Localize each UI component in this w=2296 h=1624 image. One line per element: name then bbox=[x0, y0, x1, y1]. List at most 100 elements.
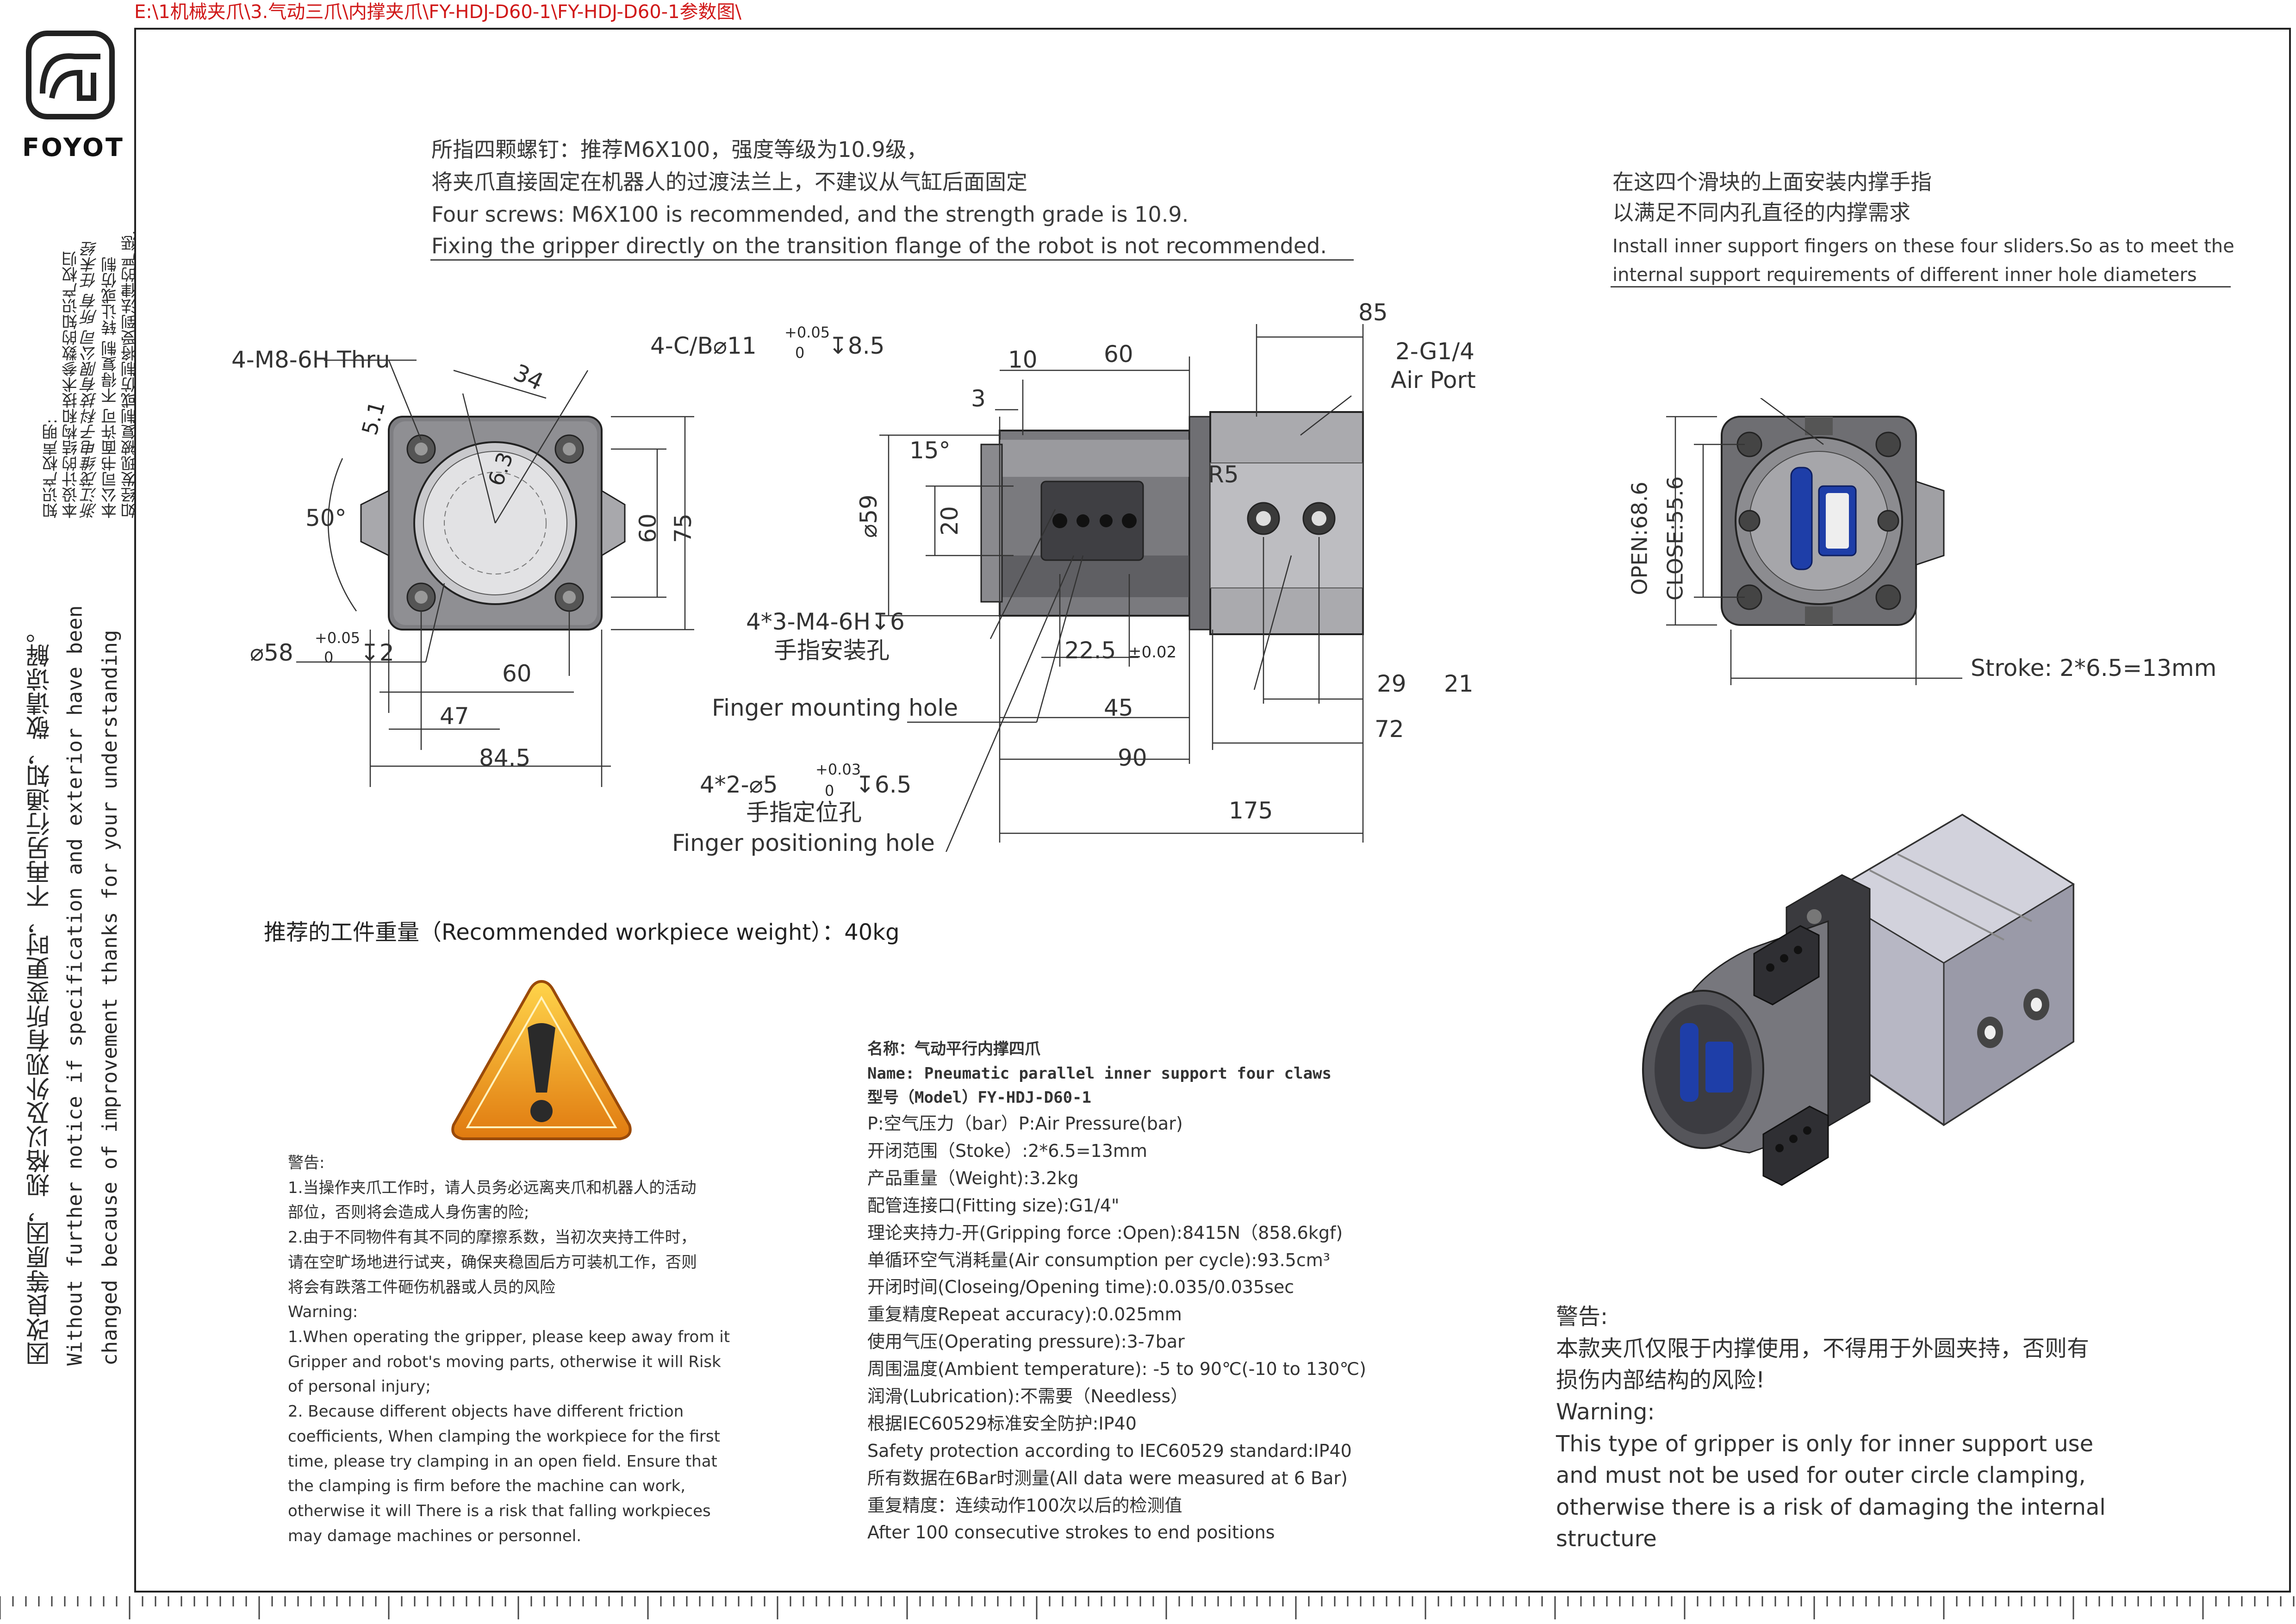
dim-45: 45 bbox=[1104, 694, 1133, 721]
bore-depth: ↧2 bbox=[360, 639, 394, 666]
dim-29: 29 bbox=[1377, 670, 1406, 697]
slider-note-en-1: Install inner support fingers on these f… bbox=[1612, 236, 2234, 257]
dim-60-horizontal: 60 bbox=[502, 660, 532, 687]
pos-holes-cn: 手指定位孔 bbox=[746, 799, 862, 826]
warning-left-line: 1.When operating the gripper, please kee… bbox=[288, 1328, 730, 1347]
dim-3: 3 bbox=[971, 385, 986, 412]
leader-underline bbox=[430, 259, 1354, 261]
brand-logo bbox=[24, 29, 117, 121]
mount-holes-cn: 手指安装孔 bbox=[774, 637, 890, 664]
slider-note-cn-1: 在这四个滑块的上面安装内撑手指 bbox=[1612, 169, 1932, 194]
rear-view-drawing bbox=[1666, 398, 1962, 685]
spec-line: 周围温度(Ambient temperature): -5 to 90℃(-10… bbox=[867, 1359, 1366, 1380]
warning-left-line: 2.由于不同物件有其不同的摩擦系数，当初次夹持工件时， bbox=[288, 1228, 697, 1247]
spec-line: 产品重量（Weight):3.2kg bbox=[867, 1168, 1079, 1188]
dim-90: 90 bbox=[1118, 744, 1147, 771]
cbore-tol-upper: +0.05 bbox=[784, 324, 830, 341]
mount-holes-spec: 4*3-M4-6H↧6 bbox=[746, 608, 905, 635]
pos-holes-tol-lower: 0 bbox=[825, 782, 834, 800]
dim-22-5-tol: ±0.02 bbox=[1128, 643, 1177, 662]
cbore-dia: 11 bbox=[727, 332, 757, 359]
recommended-weight: 推荐的工件重量（Recommended workpiece weight）：40… bbox=[264, 919, 900, 945]
pos-holes-dia: 5 bbox=[763, 771, 778, 798]
warning-left-title-cn: 警告: bbox=[288, 1154, 325, 1172]
pos-holes-tol-upper: +0.03 bbox=[815, 761, 861, 778]
pos-holes-spec: 4*2-⌀5 bbox=[700, 771, 778, 798]
spec-line: 润滑(Lubrication):不需要（Needless） bbox=[867, 1386, 1188, 1406]
cbore-callout: 4-C/B⌀11 bbox=[650, 332, 757, 359]
spec-line: 开闭时间(Closeing/Opening time):0.035/0.035s… bbox=[867, 1277, 1294, 1298]
slider-note-cn-2: 以满足不同内孔直径的内撑需求 bbox=[1612, 200, 1910, 225]
cbore-depth-value: 8.5 bbox=[847, 332, 885, 359]
spec-line: 所有数据在6Bar时测量(All data were measured at 6… bbox=[867, 1468, 1348, 1488]
warning-left-line: may damage machines or personnel. bbox=[288, 1526, 582, 1545]
cbore-depth: ↧8.5 bbox=[828, 332, 885, 359]
bore-depth-value: 2 bbox=[379, 639, 394, 666]
mount-holes-en: Finger mounting hole bbox=[712, 694, 958, 721]
spec-line: 使用气压(Operating pressure):3-7bar bbox=[867, 1331, 1185, 1352]
legal-line: 如经发现被复制或仿制将受到法律的严惩. bbox=[121, 230, 139, 518]
slider-note-en-2: internal support requirements of differe… bbox=[1612, 264, 2197, 286]
change-notice-en-2: changed because of improvement thanks fo… bbox=[98, 630, 122, 1366]
bore-callout: ⌀58 bbox=[250, 639, 293, 666]
pos-holes-depth: ↧6.5 bbox=[855, 771, 912, 798]
bottom-ruler bbox=[0, 1596, 2295, 1619]
spec-line: 开闭范围（Stoke）:2*6.5=13mm bbox=[867, 1140, 1147, 1161]
angle-50: 50° bbox=[305, 505, 347, 531]
dim-75-vertical: 75 bbox=[669, 513, 697, 543]
warning-left-title-en: Warning: bbox=[288, 1303, 358, 1322]
warning-left-line: 2. Because different objects have differ… bbox=[288, 1402, 684, 1421]
warning-left-line: of personal injury; bbox=[288, 1377, 431, 1396]
spec-line: P:空气压力（bar）P:Air Pressure(bar) bbox=[867, 1113, 1183, 1134]
spec-block: 名称：气动平行内撑四爪 Name: Pneumatic parallel inn… bbox=[867, 1037, 1366, 1546]
warning-right-line-en: and must not be used for outer circle cl… bbox=[1556, 1462, 2086, 1489]
air-port-label-2: Air Port bbox=[1391, 367, 1476, 394]
legal-line: 本公司书面许可 不得复制 转让或仿制 bbox=[101, 256, 120, 518]
warning-left-line: otherwise it will There is a risk that f… bbox=[288, 1502, 711, 1521]
legal-title: 知识产权声明: bbox=[42, 418, 61, 518]
spec-line: 单循环空气消耗量(Air consumption per cycle):93.5… bbox=[867, 1249, 1330, 1270]
legal-line: 本设计的结构和技术参数的知识产权归 bbox=[62, 251, 81, 518]
bore-tol-upper: +0.05 bbox=[315, 629, 361, 647]
close-label: CLOSE:55.6 bbox=[1662, 476, 1688, 601]
change-notice: 因改良等原因，规格以及外观有所变更时，不再另行通知，敬请谅解。 Without … bbox=[23, 606, 128, 1366]
foyot-logo-icon bbox=[26, 31, 115, 119]
brand-name: FOYOT bbox=[22, 133, 124, 162]
open-label: OPEN:68.6 bbox=[1627, 481, 1652, 595]
radius-r5: R5 bbox=[1208, 461, 1239, 488]
drawing-frame bbox=[134, 28, 2291, 1593]
pos-holes-en: Finger positioning hole bbox=[672, 830, 935, 856]
warning-left-line: the clamping is firm before the machine … bbox=[288, 1477, 686, 1496]
warning-right-title-cn: 警告: bbox=[1556, 1304, 1608, 1330]
warning-right-line-cn-2: 损伤内部结构的风险! bbox=[1556, 1367, 1765, 1393]
spec-line: 根据IEC60529标准安全防护:IP40 bbox=[867, 1413, 1137, 1434]
gripper-3d-render bbox=[1642, 813, 2075, 1186]
spec-line: After 100 consecutive strokes to end pos… bbox=[867, 1522, 1275, 1543]
screw-note-en-2: Fixing the gripper directly on the trans… bbox=[431, 233, 1327, 258]
dim-47: 47 bbox=[440, 703, 469, 730]
dim-20: 20 bbox=[936, 506, 963, 536]
cbore-prefix: 4-C/B bbox=[650, 332, 713, 359]
spec-model: 型号（Model）FY-HDJ-D60-1 bbox=[867, 1088, 1091, 1107]
mount-holes-depth: 6 bbox=[890, 608, 905, 635]
mount-holes-spec-text: 4*3-M4-6H bbox=[746, 608, 871, 635]
warning-right-line-en: This type of gripper is only for inner s… bbox=[1556, 1430, 2094, 1457]
dim-84-5: 84.5 bbox=[479, 744, 531, 771]
change-notice-cn: 因改良等原因，规格以及外观有所变更时，不再另行通知，敬请谅解。 bbox=[26, 619, 54, 1366]
warning-left-line: Gripper and robot's moving parts, otherw… bbox=[288, 1352, 721, 1371]
cbore-tol-lower: 0 bbox=[795, 344, 805, 362]
spec-line: Safety protection according to IEC60529 … bbox=[867, 1440, 1352, 1461]
warning-left-line: 将会有跌落工件砸伤机器或人员的风险 bbox=[288, 1278, 555, 1297]
warning-triangle-icon bbox=[451, 980, 632, 1140]
stroke-label: Stroke: 2*6.5=13mm bbox=[1971, 655, 2217, 681]
legal-line: 浙江茂维电子科技有限公司 所有 任未经 bbox=[81, 241, 100, 518]
warning-left-line: 1.当操作夹爪工作时，请人员务必远离夹爪和机器人的活动 bbox=[288, 1178, 697, 1197]
dim-59-dia: ⌀59 bbox=[855, 494, 882, 538]
front-view-drawing bbox=[296, 359, 694, 787]
pos-holes-depth-value: 6.5 bbox=[874, 771, 912, 798]
legal-notice: 知识产权声明: 本设计的结构和技术参数的知识产权归 浙江茂维电子科技有限公司 所… bbox=[42, 230, 140, 518]
spec-line: 重复精度：连续动作100次以后的检测值 bbox=[867, 1495, 1182, 1516]
spec-name-cn: 名称：气动平行内撑四爪 bbox=[867, 1040, 1040, 1058]
dim-60-length: 60 bbox=[1104, 341, 1133, 368]
warning-left-line: 部位，否则将会造成人身伤害的险; bbox=[288, 1203, 529, 1222]
